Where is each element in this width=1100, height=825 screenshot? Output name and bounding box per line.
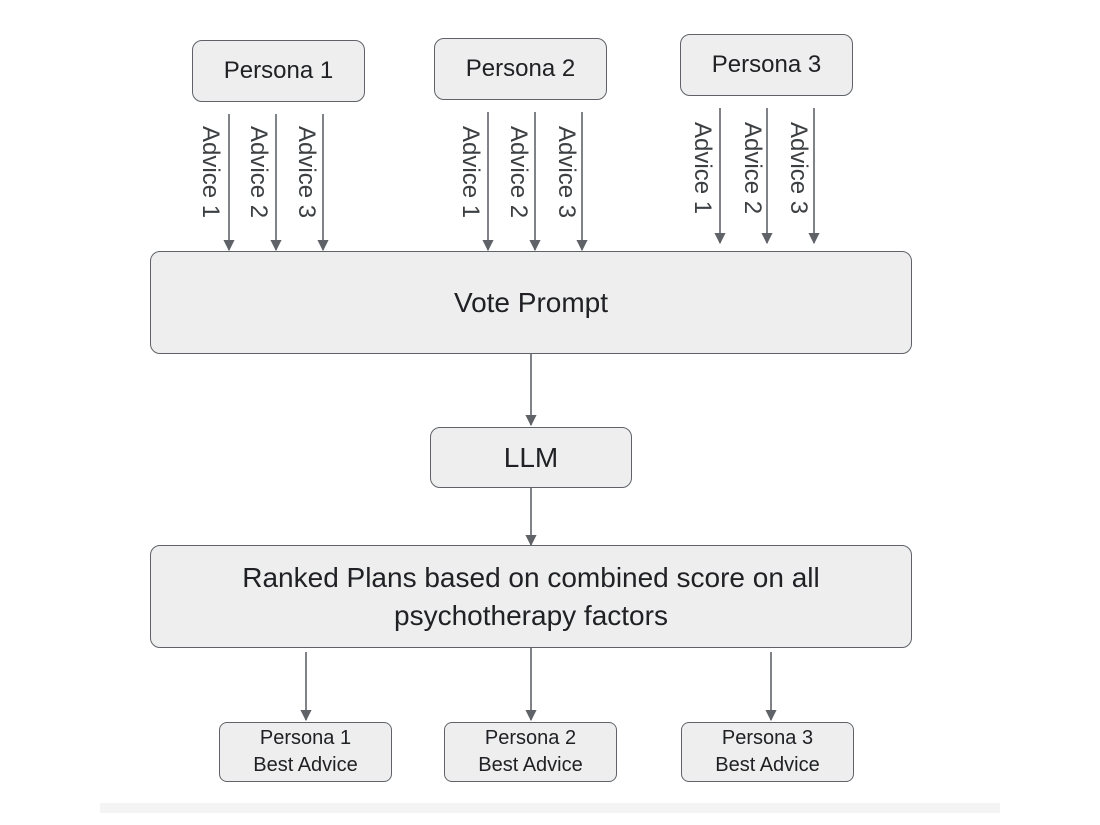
- ranked-plans-box: Ranked Plans based on combined score on …: [150, 545, 912, 648]
- persona-3-box: Persona 3: [680, 34, 853, 96]
- output-2-line-2: Best Advice: [478, 754, 583, 776]
- persona-2-best-advice-box: Persona 2 Best Advice: [444, 722, 617, 782]
- vote-prompt-label: Vote Prompt: [453, 286, 609, 318]
- persona-1-best-advice-box: Persona 1 Best Advice: [219, 722, 392, 782]
- output-1-line-2: Best Advice: [253, 754, 358, 776]
- ranked-plans-line-1: Ranked Plans based on combined score on …: [242, 561, 820, 593]
- persona-1-box: Persona 1: [192, 40, 365, 102]
- vote-prompt-box: Vote Prompt: [150, 251, 912, 354]
- persona-2-box: Persona 2: [434, 38, 607, 100]
- output-2-line-1: Persona 2: [484, 727, 577, 749]
- llm-label: LLM: [503, 441, 559, 473]
- persona-2-label: Persona 2: [465, 55, 576, 82]
- persona-1-label: Persona 1: [223, 57, 334, 84]
- footer-strip: [100, 803, 1000, 813]
- output-1-line-1: Persona 1: [259, 727, 352, 749]
- persona-3-label: Persona 3: [711, 51, 822, 78]
- ranked-plans-line-2: psychotherapy factors: [394, 599, 668, 631]
- output-3-line-1: Persona 3: [721, 727, 814, 749]
- llm-box: LLM: [430, 427, 632, 488]
- output-3-line-2: Best Advice: [715, 754, 820, 776]
- persona-3-best-advice-box: Persona 3 Best Advice: [681, 722, 854, 782]
